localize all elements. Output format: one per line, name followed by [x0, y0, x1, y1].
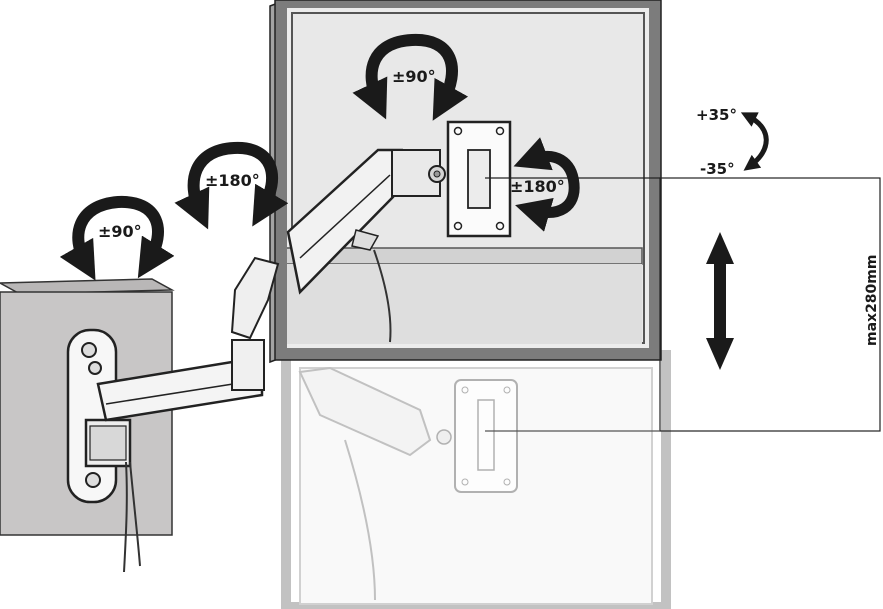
wall-swivel-label: ±90°	[98, 222, 142, 241]
vesa-plate	[446, 120, 512, 238]
ghost-vesa-plate	[436, 379, 518, 493]
cable-left	[123, 461, 128, 573]
cable-right	[129, 461, 141, 567]
rotation-label: ±180°	[510, 177, 565, 196]
height-adjust-label: max280mm	[864, 255, 880, 346]
lowered-monitor-ghost	[281, 350, 671, 609]
head-swivel-label: ±90°	[392, 67, 436, 86]
arm-swivel-label: ±180°	[205, 171, 260, 190]
tilt-up-label: +35°	[696, 106, 737, 124]
tilt-down-label: -35°	[700, 160, 735, 178]
curved-arrow-icon	[352, 33, 469, 121]
curved-arrow-icon	[59, 195, 175, 281]
double-headed-arrow-icon	[706, 232, 734, 370]
curved-arrow-icon	[513, 137, 580, 232]
lower-arm	[96, 339, 265, 422]
curved-arrow-icon	[174, 141, 289, 230]
curved-arrow-icon	[740, 112, 769, 171]
upper-gas-spring-arm	[230, 148, 446, 340]
